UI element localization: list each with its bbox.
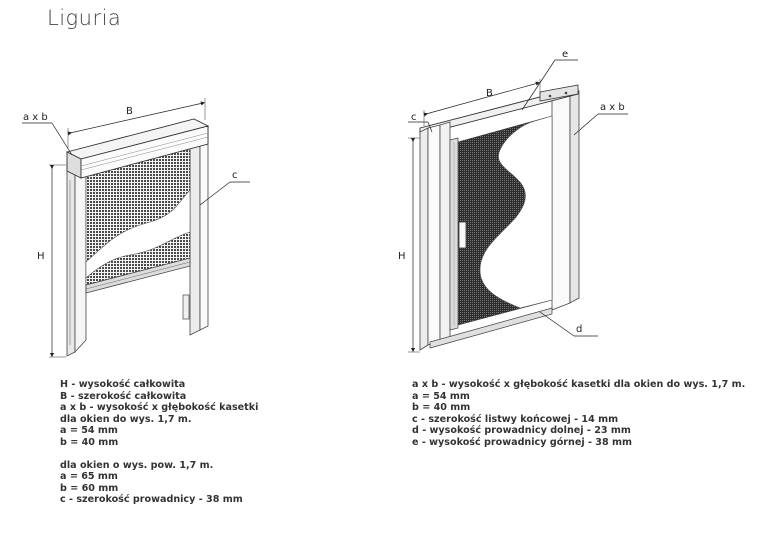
left-label-H: H — [37, 251, 45, 262]
caption-line: B - szerokość całkowita — [60, 390, 187, 402]
caption-line: b = 60 mm — [60, 482, 119, 494]
caption-line: d - wysokość prowadnicy dolnej - 23 mm — [412, 425, 631, 437]
caption-line: e - wysokość prowadnicy górnej - 38 mm — [412, 436, 632, 448]
page-title: Liguria — [47, 6, 122, 30]
caption-line: c - szerokość listwy końcowej - 14 mm — [412, 413, 619, 425]
caption-line: b = 40 mm — [412, 402, 471, 414]
left-caption: H - wysokość całkowita B - szerokość cał… — [60, 379, 258, 506]
caption-line: a = 65 mm — [60, 471, 118, 483]
caption-line: H - wysokość całkowita — [60, 379, 186, 390]
left-label-c: c — [232, 170, 238, 181]
right-label-H: H — [398, 251, 406, 262]
right-pleated-door-diagram: B e c a x b d H — [398, 49, 628, 353]
right-label-d: d — [576, 324, 582, 335]
caption-line: dla okien o wys. pow. 1,7 m. — [60, 459, 214, 471]
caption-line: dla okien do wys. 1,7 m. — [60, 413, 192, 425]
left-label-axb: a x b — [23, 112, 48, 123]
caption-line: a = 54 mm — [412, 390, 470, 402]
caption-line: a x b - wysokość x głębokość kasetki dla… — [412, 379, 746, 390]
right-label-c: c — [411, 112, 417, 123]
caption-line: a x b - wysokość x głębokość kasetki — [60, 402, 259, 414]
right-caption: a x b - wysokość x głębokość kasetki dla… — [412, 379, 745, 449]
caption-line: b = 40 mm — [60, 436, 119, 448]
caption-line: a = 54 mm — [60, 425, 118, 437]
caption-line: c - szerokość prowadnicy - 38 mm — [60, 494, 243, 506]
right-label-e: e — [562, 49, 568, 60]
right-label-B: B — [486, 88, 493, 99]
right-label-axb: a x b — [600, 102, 625, 113]
left-label-B: B — [126, 106, 133, 117]
left-roller-screen-diagram: B a x b c H — [22, 98, 250, 358]
